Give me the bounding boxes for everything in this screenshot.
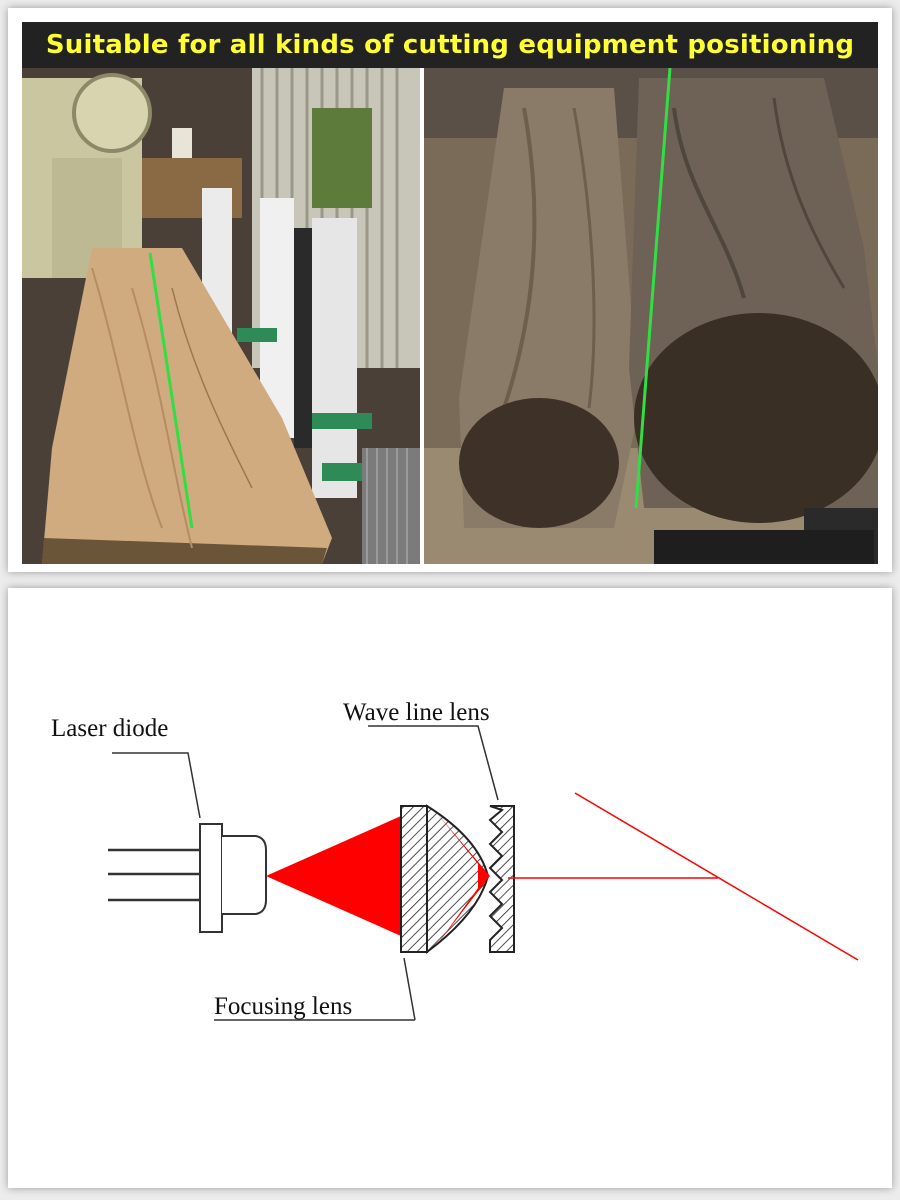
laser-beam-cone [266, 816, 401, 936]
diagram-card: Laser diode Wave line lens Focusing lens [8, 588, 892, 1188]
sawmill-photo-illustration [22, 68, 420, 564]
laser-optics-diagram: Laser diode Wave line lens Focusing lens [51, 699, 859, 1021]
laser-diode [108, 823, 267, 933]
focusing-lens [400, 804, 490, 954]
laser-diode-leader [112, 752, 201, 819]
wave-line-lens [488, 805, 515, 953]
photo-card: Suitable for all kinds of cutting equipm… [8, 8, 892, 572]
fan-beam-line [574, 792, 859, 961]
focusing-lens-leader [403, 957, 416, 1021]
sawmill-photo [22, 68, 420, 564]
focusing-lens-label: Focusing lens [214, 993, 352, 1020]
banner-title: Suitable for all kinds of cutting equipm… [22, 22, 878, 68]
wave-line-lens-label: Wave line lens [343, 699, 490, 726]
logs-photo-illustration [424, 68, 878, 564]
laser-diode-label: Laser diode [51, 715, 168, 742]
wave-lens-leader [368, 725, 499, 801]
logs-photo [424, 68, 878, 564]
